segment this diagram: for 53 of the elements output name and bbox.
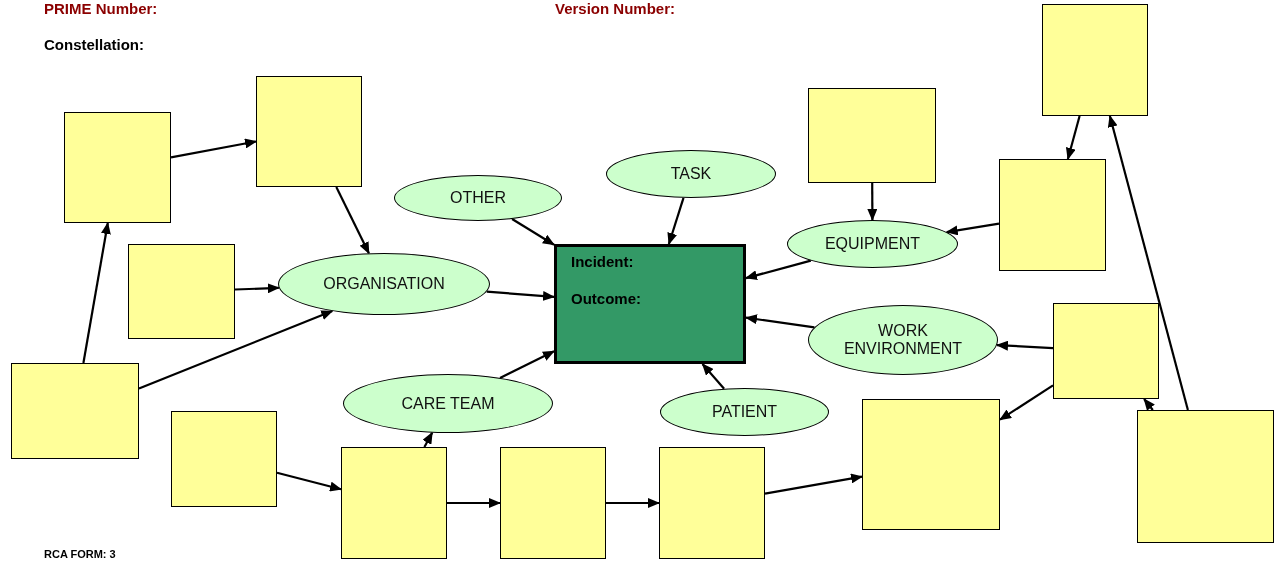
arrow [745,259,812,281]
blank-box [341,447,447,559]
arrow [764,473,863,495]
arrow [276,471,342,492]
arrow [606,498,660,508]
incident-box [554,244,746,364]
arrow [945,222,1000,236]
blank-box [999,159,1106,271]
arrow [1065,115,1081,160]
arrow [422,431,434,448]
arrow [499,350,555,379]
arrow [447,498,501,508]
blank-box [500,447,606,559]
arrow [234,283,280,294]
form-field-label: Version Number: [555,0,676,17]
factor-label: PATIENT [711,403,778,421]
arrow [511,218,555,246]
arrow [82,222,111,364]
arrow [867,183,878,221]
blank-box [808,88,936,183]
factor-label: OTHER [450,189,506,207]
arrow [1107,115,1189,411]
blank-box [1053,303,1159,399]
blank-box [1137,410,1274,543]
blank-box [171,411,277,507]
arrow [486,290,555,301]
arrow [667,197,685,245]
factor-label: EQUIPMENT [824,235,921,253]
arrow [996,340,1054,351]
factor-label: CARE TEAM [401,394,495,413]
form-field-label: Constellation: [44,36,144,53]
blank-box [659,447,765,559]
factor-label: WORK ENVIRONMENT [842,322,964,358]
blank-box [128,244,235,339]
blank-box [862,399,1000,530]
factor-ellipse [787,220,958,268]
blank-box [256,76,362,187]
arrow [170,138,257,159]
blank-box [64,112,171,223]
blank-box [11,363,139,459]
arrow [335,186,370,255]
arrow [701,363,725,390]
blank-box [1042,4,1148,116]
factor-label: TASK [670,165,712,183]
arrow [999,384,1054,421]
arrow [745,314,815,329]
field-label: Outcome: [571,290,641,307]
arrow [1143,398,1155,411]
form-field-label: PRIME Number: [44,0,158,17]
field-label: Incident: [571,253,634,270]
arrow [138,310,334,390]
form-number: RCA FORM: 3 [44,548,116,560]
factor-label: ORGANISATION [323,275,445,293]
